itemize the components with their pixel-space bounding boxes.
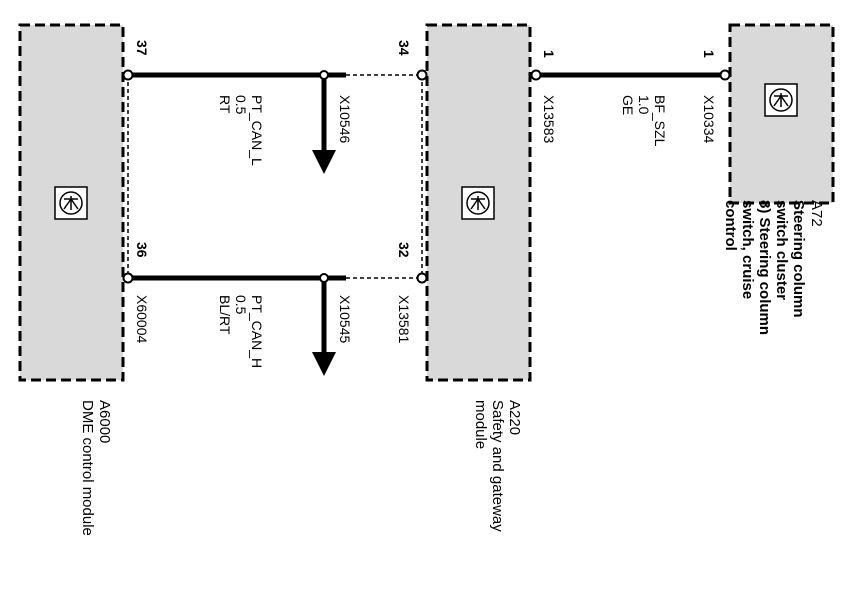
wire-can-h-signal: PT_CAN_H [249,295,265,368]
wire-szl-color: GE [620,95,636,115]
connector-dme-bottom: X60004 [134,295,150,343]
wire-can-h-color: BL/RT [217,295,233,335]
steering-module-name-line3: 8) Steering column [756,200,773,335]
gateway-module-name-line2: module [472,400,489,449]
gateway-module-id: A220 [506,400,523,435]
splice-dot-can-l [319,70,329,80]
steering-module-id: A72 [808,200,825,227]
pin-gw-bottom: 32 [396,242,412,258]
gateway-control-unit-icon [461,186,495,220]
connector-steer: X10334 [701,95,717,143]
steering-module-name-line1: Steering column [790,200,807,318]
wire-szl-signal: BF_SZL [652,95,668,147]
wire-can-l-signal: PT_CAN_L [249,95,265,166]
wire-can-h-size: 0.5 [233,295,249,315]
dme-module-id: A6000 [96,400,113,443]
steering-module-name-line5: control [722,200,739,251]
pin-circles [122,69,731,284]
connector-gw-bottom: X13581 [396,295,412,343]
gateway-module-name-line1: Safety and gateway [489,400,506,532]
steering-module-name-line2: switch cluster [773,200,790,300]
dme-control-unit-icon [54,186,88,220]
pin-gw-top: 34 [396,40,412,56]
dme-module-name: DME control module [79,400,96,536]
steering-control-unit-icon [764,83,798,117]
wire-szl-size: 1.0 [636,95,652,115]
steering-module-name-line4: switch, cruise [739,200,756,299]
pin-steer: 1 [701,50,717,58]
wire-can-l-color: RT [217,95,233,114]
arrow-can-h [312,278,336,376]
wire-can-l-size: 0.5 [233,95,249,115]
pin-dme-bottom: 36 [134,242,150,258]
connector-gw-right: X13583 [541,95,557,143]
connector-can-h: X10545 [337,295,353,343]
shield-dashed-lines [127,74,423,279]
splice-dot-can-h [319,273,329,283]
arrow-can-l [312,75,336,174]
pin-dme-top: 37 [134,40,150,56]
connector-can-l: X10546 [337,95,353,143]
pin-gw-right: 1 [541,50,557,58]
